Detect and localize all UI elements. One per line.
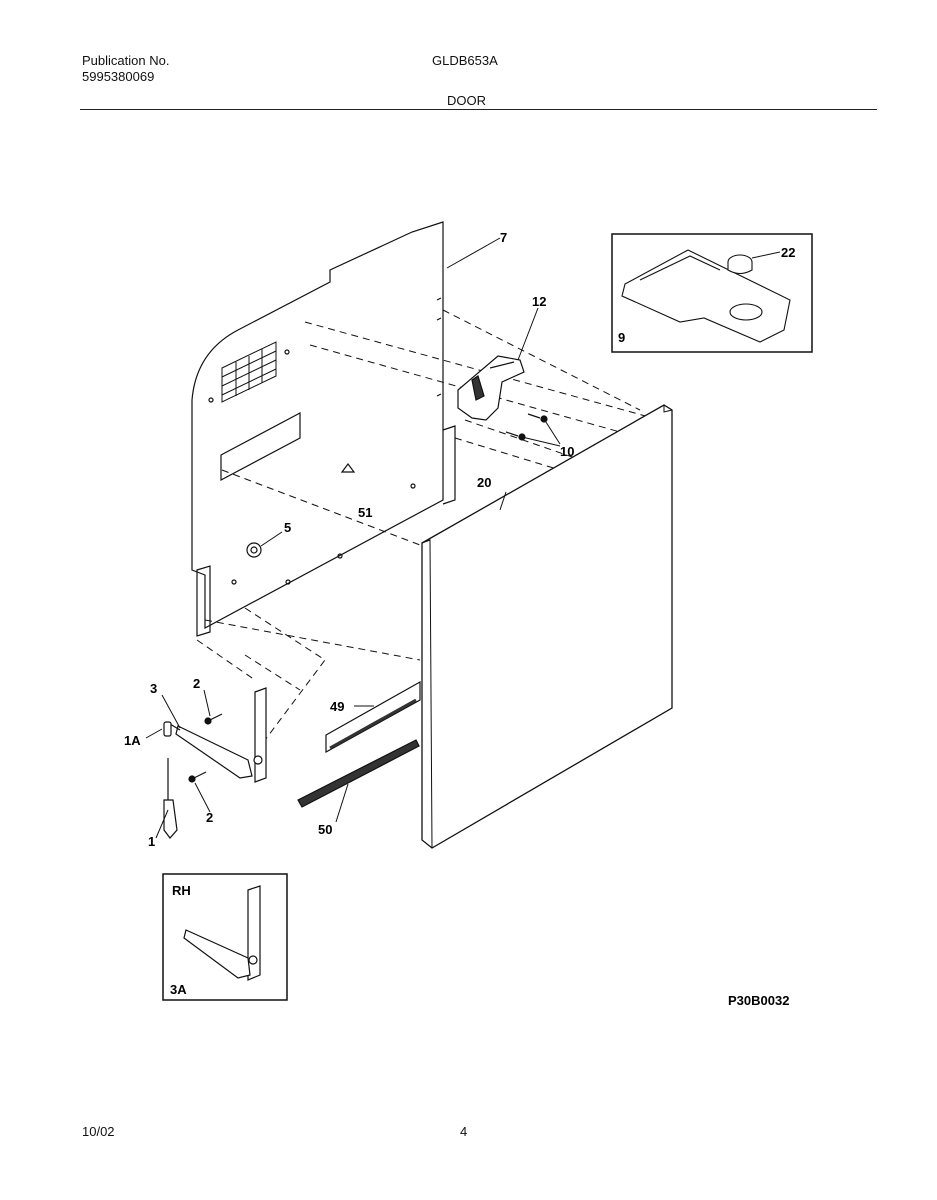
trim-strip-50 bbox=[297, 739, 420, 808]
callout-9: 9 bbox=[618, 330, 625, 345]
publication-number: 5995380069 bbox=[82, 69, 155, 84]
hinge-pin bbox=[163, 721, 178, 839]
callout-2-lower: 2 bbox=[206, 810, 213, 825]
callout-3a: 3A bbox=[170, 982, 187, 997]
leader-5 bbox=[260, 531, 283, 547]
model-number: GLDB653A bbox=[432, 53, 498, 68]
leader-22 bbox=[751, 251, 781, 259]
dispenser-opening bbox=[220, 412, 301, 481]
trim-strip-49 bbox=[325, 680, 421, 754]
leader-1 bbox=[155, 809, 169, 839]
callout-2-upper: 2 bbox=[193, 676, 200, 691]
diagram-code: P30B0032 bbox=[728, 993, 789, 1008]
callout-5: 5 bbox=[284, 520, 291, 535]
leader-50 bbox=[335, 783, 349, 823]
footer-page-number: 4 bbox=[460, 1124, 468, 1139]
section-title: DOOR bbox=[447, 93, 486, 108]
callout-50: 50 bbox=[318, 822, 332, 837]
leader-7 bbox=[446, 237, 501, 269]
header-divider bbox=[80, 109, 877, 110]
vent-grille bbox=[221, 341, 277, 403]
callout-7: 7 bbox=[500, 230, 507, 245]
rh-hinge bbox=[183, 885, 261, 981]
callout-22: 22 bbox=[781, 245, 795, 260]
dispenser-housing bbox=[621, 249, 791, 343]
callout-51: 51 bbox=[358, 505, 372, 520]
footer-date: 10/02 bbox=[82, 1124, 115, 1139]
inner-door-panel bbox=[191, 221, 444, 630]
callout-1: 1 bbox=[148, 834, 155, 849]
leader-3 bbox=[161, 694, 181, 729]
nut-part-5 bbox=[246, 542, 262, 558]
callout-49: 49 bbox=[330, 699, 344, 714]
leader-2b bbox=[194, 782, 211, 813]
hinge-assembly bbox=[169, 687, 267, 783]
callout-20: 20 bbox=[477, 475, 491, 490]
hinge-screws bbox=[188, 713, 223, 783]
leader-2a bbox=[203, 689, 211, 717]
callout-12: 12 bbox=[532, 294, 546, 309]
leader-20 bbox=[499, 491, 507, 511]
inset-label-rh: RH bbox=[172, 883, 191, 898]
leader-10 bbox=[521, 418, 561, 447]
leader-1a bbox=[145, 728, 163, 739]
publication-label: Publication No. bbox=[82, 53, 170, 68]
outer-door-panel bbox=[421, 404, 673, 849]
leader-12 bbox=[517, 307, 539, 361]
callout-10: 10 bbox=[560, 444, 574, 459]
callout-3: 3 bbox=[150, 681, 157, 696]
latch-assembly bbox=[457, 355, 525, 421]
callout-1a: 1A bbox=[124, 733, 141, 748]
